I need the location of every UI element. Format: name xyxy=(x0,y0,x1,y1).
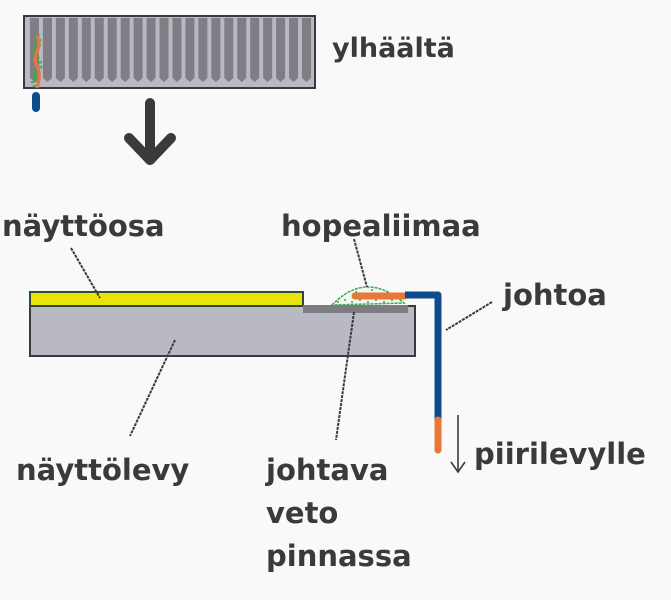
electrode-stripe xyxy=(237,18,247,82)
electrode-stripe xyxy=(250,18,260,82)
electrode-stripe xyxy=(94,18,104,82)
top-view: ylhäältä xyxy=(23,15,455,112)
leader-lines xyxy=(70,238,493,441)
electrode-stripe xyxy=(68,18,78,82)
electrode-stripe xyxy=(263,18,273,82)
electrode-stripe xyxy=(185,18,195,82)
label-display-part: näyttöosa xyxy=(2,209,165,243)
electrode-stripe xyxy=(172,18,182,82)
side-view: näyttöosa hopealiimaa johtoa näyttölevy … xyxy=(2,209,646,573)
leader-display-part xyxy=(70,247,101,299)
electrode-stripe xyxy=(211,18,221,82)
electrode-stripe xyxy=(276,18,286,82)
wire xyxy=(405,291,442,420)
electrode-stripe xyxy=(42,18,52,82)
top-view-wire-end xyxy=(32,92,40,112)
electrode-stripe xyxy=(55,18,65,82)
electrode-stripe xyxy=(107,18,117,82)
electrode-stripe xyxy=(120,18,130,82)
small-down-arrow-icon xyxy=(450,415,466,474)
silver-glue xyxy=(330,286,408,306)
label-to-circuit-board: piirilevylle xyxy=(474,437,646,471)
down-arrow-icon xyxy=(124,98,176,165)
label-top-view: ylhäältä xyxy=(332,33,455,64)
electrode-stripe xyxy=(81,18,91,82)
label-conductive-trace-line2: veto xyxy=(266,496,338,530)
electrode-stripe xyxy=(224,18,234,82)
leader-conductive-trace xyxy=(335,311,355,441)
electrode-stripe xyxy=(146,18,156,82)
electrode-stripe xyxy=(302,18,312,82)
electrode-stripe xyxy=(133,18,143,82)
electrode-stripe xyxy=(159,18,169,82)
label-conductive-trace-line3: pinnassa xyxy=(266,539,412,573)
label-wire: johtoa xyxy=(502,278,607,312)
electrode-stripe xyxy=(289,18,299,82)
electrode-stripes xyxy=(29,18,312,82)
conductive-trace xyxy=(303,305,408,313)
leader-wire xyxy=(445,301,493,331)
label-conductive-trace-line1: johtava xyxy=(265,453,388,487)
display-layer xyxy=(29,291,304,307)
display-plate xyxy=(29,305,416,357)
label-silver-glue: hopealiimaa xyxy=(281,209,481,243)
top-view-glue xyxy=(30,34,43,89)
label-display-plate: näyttölevy xyxy=(16,453,189,487)
leader-display-plate xyxy=(129,339,176,437)
leader-silver-glue xyxy=(353,238,368,288)
electrode-stripe xyxy=(198,18,208,82)
